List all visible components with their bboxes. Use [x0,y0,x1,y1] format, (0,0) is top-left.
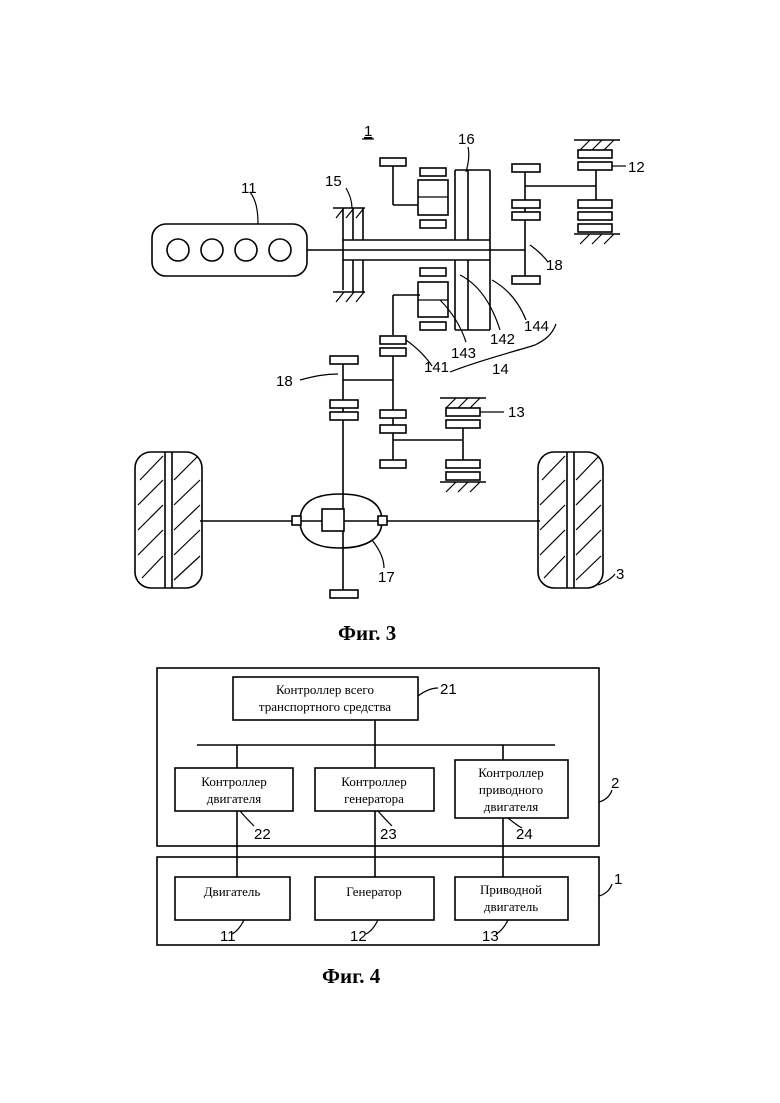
engine-label: Двигатель [204,884,261,899]
ref-power-system-1: 1 [614,871,622,888]
generator-12 [574,140,620,244]
ref-11: 11 [220,928,236,945]
label-drive-motor-13: 13 [508,404,525,421]
label-clutch-15: 15 [325,173,342,190]
figure-3: 11 15 1 [135,123,645,645]
ref-22: 22 [254,826,271,843]
left-wheel [135,452,202,588]
label-gear-16: 16 [458,131,475,148]
label-shaft-18-lower: 18 [276,373,293,390]
generator-label: Генератор [346,884,401,899]
lower-shaft-18 [330,356,462,598]
generator-controller-line1: Контроллер [341,774,406,789]
figure-4-caption: Фиг. 4 [322,964,381,988]
label-system-1: 1 [364,123,372,140]
label-wheel-3: 3 [616,566,624,583]
ref-13: 13 [482,928,499,945]
engine-controller-line2: двигателя [207,791,261,806]
label-142: 142 [490,331,515,348]
drive-motor-controller-line1: Контроллер [478,765,543,780]
engine-controller-line1: Контроллер [201,774,266,789]
vehicle-controller-line1: Контроллер всего [276,682,374,697]
ref-23: 23 [380,826,397,843]
label-engine-11: 11 [241,180,257,197]
control-system-container [157,668,599,846]
label-143: 143 [451,345,476,362]
drive-motor-line2: двигатель [484,899,538,914]
drive-motor-13 [440,398,486,492]
engine-block [152,224,307,276]
figure-4: Контроллер всего транспортного средства … [157,668,622,988]
label-planetary-14: 14 [492,361,509,378]
ref-21: 21 [440,681,457,698]
ref-24: 24 [516,826,533,843]
drive-motor-controller-line2: приводного [479,782,543,797]
figure-3-caption: Фиг. 3 [338,621,396,645]
ref-12: 12 [350,928,367,945]
label-141: 141 [424,359,449,376]
clutch-15 [333,208,490,302]
drive-motor-line1: Приводной [480,882,542,897]
label-differential-17: 17 [378,569,395,586]
drive-motor-controller-line3: двигателя [484,799,538,814]
generator-controller-line2: генератора [344,791,404,806]
differential-17 [292,494,387,548]
label-generator-12: 12 [628,159,645,176]
label-shaft-18-upper: 18 [546,257,563,274]
label-144: 144 [524,318,549,335]
ref-control-system-2: 2 [611,775,619,792]
right-wheel [538,452,603,588]
planetary-lower-14 [343,260,490,356]
vehicle-controller-line2: транспортного средства [259,699,391,714]
